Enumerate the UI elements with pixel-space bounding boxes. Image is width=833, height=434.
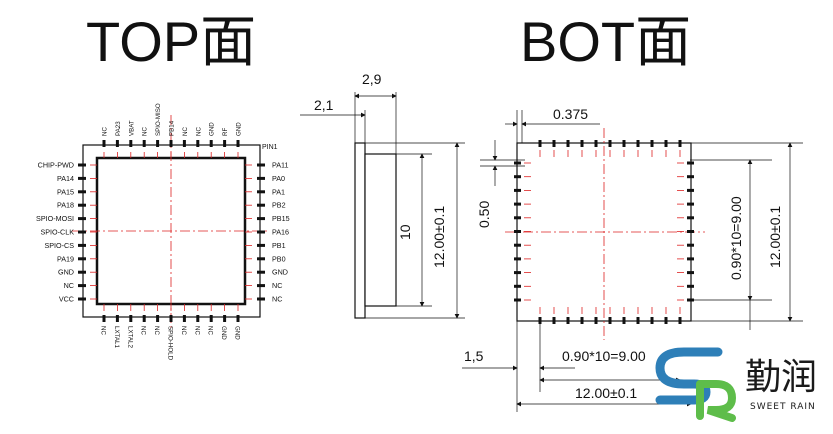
pin-label-left-9: NC <box>64 281 74 290</box>
pin-label-bottom-10: GND <box>234 326 241 340</box>
pin-label-left-0: CHIP-PWD <box>38 161 74 170</box>
pin-label-left-10: VCC <box>59 295 74 304</box>
logo-english-name: SWEET RAIN <box>750 402 816 412</box>
logo-chinese-name: 勤润 <box>745 357 818 398</box>
pin-label-bottom-3: NC <box>140 326 147 335</box>
pin-label-top-0: NC <box>102 127 109 136</box>
pin-label-top-7: NC <box>195 127 202 136</box>
pin-label-bottom-1: LXTAL1 <box>113 326 120 348</box>
pin-label-right-4: PB15 <box>272 214 290 223</box>
side-view-substrate <box>354 142 366 319</box>
bottom-view: 0.375 0.50 0.90*10=9.00 12.00±0.1 1,5 0.… <box>462 106 803 412</box>
pin-label-bottom-0: NC <box>100 326 107 335</box>
dim-label-pitch-v: 0.90*10=9.00 <box>728 196 744 280</box>
pin-label-right-6: PB1 <box>272 241 286 250</box>
pin-label-top-4: SPIO-MISO <box>155 103 162 136</box>
dim-label-pitch-h: 0.90*10=9.00 <box>562 348 646 364</box>
dim-label-side-12: 12.00±0.1 <box>431 206 447 268</box>
logo-s-mark <box>655 347 723 405</box>
side-view-shield <box>364 153 397 307</box>
pin-label-right-10: NC <box>272 295 282 304</box>
dim-label-1-5: 1,5 <box>464 348 484 364</box>
pin-label-right-3: PB2 <box>272 201 286 210</box>
dim-label-10: 10 <box>397 224 413 240</box>
pin-label-bottom-2: LXTAL2 <box>126 326 133 348</box>
logo-r-mark <box>696 380 737 422</box>
pin-label-bottom-4: NC <box>153 326 160 335</box>
dim-label-bot-12-v: 12.00±0.1 <box>767 206 783 268</box>
dim-label-bot-12-h: 12.00±0.1 <box>575 385 637 401</box>
pin-label-top-3: NC <box>142 127 149 136</box>
pin-label-left-6: SPIO-CS <box>44 241 74 250</box>
sweet-rain-logo <box>655 347 737 422</box>
pin-label-left-3: PA18 <box>57 201 74 210</box>
pin-label-top-5: PB14 <box>169 120 176 136</box>
pin-label-bottom-7: NC <box>193 326 200 335</box>
bottom-view-pins <box>514 140 694 324</box>
dim-label-2-9: 2,9 <box>362 71 382 87</box>
pin-label-right-1: PA0 <box>272 174 285 183</box>
pin-label-right-9: NC <box>272 281 282 290</box>
pin1-marker: PIN1 <box>262 144 278 151</box>
pin-label-left-5: SPIO-CLK <box>40 228 74 237</box>
pin-label-bottom-9: GND <box>220 326 227 340</box>
pin-label-top-6: NC <box>182 127 189 136</box>
pin-label-top-10: GND <box>236 122 243 136</box>
pin-label-bottom-8: NC <box>207 326 214 335</box>
pin-label-right-2: PA1 <box>272 187 285 196</box>
pin-label-left-2: PA15 <box>57 187 74 196</box>
dim-label-2-1: 2,1 <box>314 97 334 113</box>
pin-label-right-5: PA16 <box>272 228 289 237</box>
pin-label-top-1: PA23 <box>115 121 122 136</box>
top-view-title: TOP面 <box>86 10 257 73</box>
pin-label-left-4: SPIO-MOSI <box>36 214 74 223</box>
pin-label-left-7: PA19 <box>57 254 74 263</box>
pin-label-right-0: PA11 <box>272 161 289 170</box>
dim-label-0-375: 0.375 <box>553 106 588 122</box>
bottom-view-title: BOT面 <box>520 10 692 73</box>
pin-label-top-2: VBAT <box>128 120 135 136</box>
pin-label-right-8: GND <box>272 268 288 277</box>
dim-label-0-50: 0.50 <box>476 201 492 228</box>
pin-label-left-8: GND <box>58 268 74 277</box>
side-view: 2,9 2,1 10 12.00±0.1 <box>300 71 465 319</box>
pin-label-top-8: GND <box>209 122 216 136</box>
pin-label-bottom-6: NC <box>180 326 187 335</box>
pin-label-right-7: PB0 <box>272 254 286 263</box>
pin-label-bottom-5: SPIO-HOLD <box>167 326 174 361</box>
pin-label-left-1: PA14 <box>57 174 74 183</box>
pin-label-top-9: RF <box>222 128 229 136</box>
